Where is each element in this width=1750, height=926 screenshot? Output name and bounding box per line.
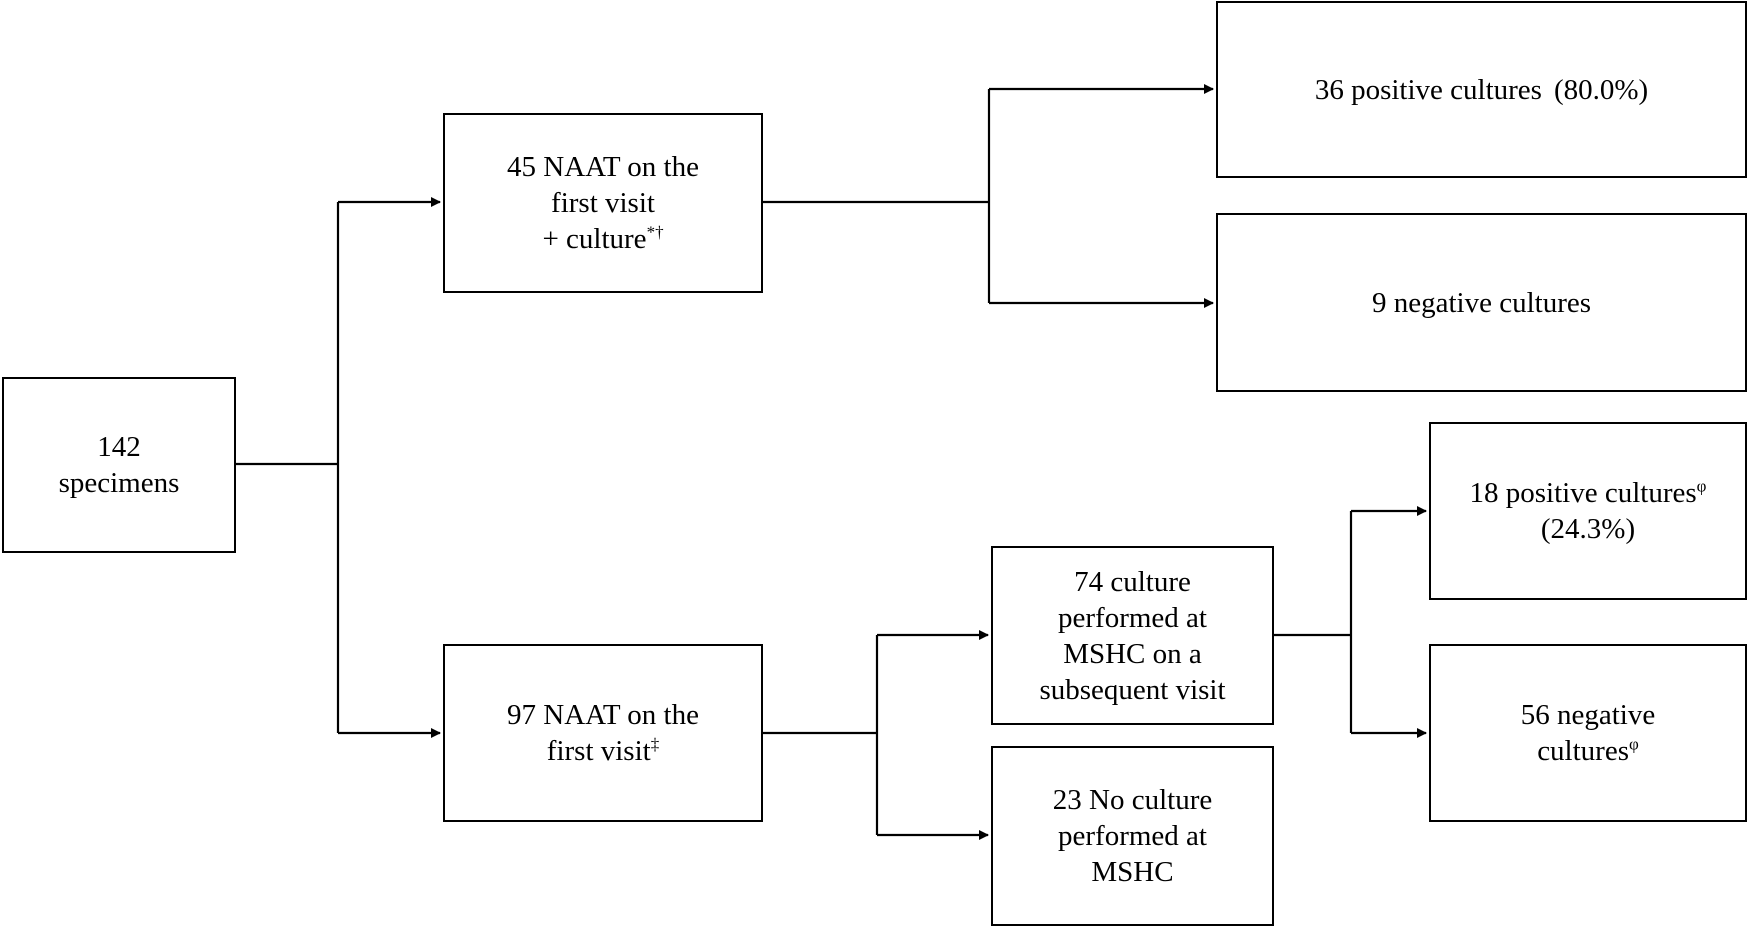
positive-36-percent: (80.0%) — [1553, 73, 1649, 106]
positive-36-line: 36 positive cultures (80.0%) — [1315, 72, 1648, 108]
positive-18-footnote-mark: φ — [1696, 476, 1707, 496]
naat-culture-footnote-marks: *† — [646, 222, 664, 242]
negative-9-text: 9 negative cultures — [1371, 286, 1592, 319]
culture-74-line-1: 74 culture — [1074, 565, 1191, 598]
no-culture-23-line-3: MSHC — [1091, 856, 1174, 888]
culture-74-line-2: performed at — [1058, 601, 1207, 634]
positive-18-box: 18 positive culturesφ (24.3%) — [1429, 422, 1747, 600]
negative-9-box: 9 negative cultures — [1216, 213, 1747, 392]
positive-36-text: 36 positive cultures — [1314, 73, 1542, 106]
naat-only-footnote-marks: ‡ — [650, 734, 660, 754]
no-culture-23-line-2: performed at — [1058, 820, 1207, 852]
negative-56-line-2: culturesφ — [1537, 733, 1639, 769]
positive-18-line-1: 18 positive culturesφ — [1470, 475, 1707, 511]
naat-only-line-2: first visit‡ — [547, 733, 659, 769]
naat-culture-box: 45 NAAT on the first visit + culture*† — [443, 113, 763, 293]
naat-only-line-1: 97 NAAT on the — [507, 699, 699, 731]
naat-culture-line-2: first visit — [551, 187, 655, 219]
no-culture-23-line-1: 23 No culture — [1052, 784, 1213, 816]
specimens-label: specimens — [58, 467, 180, 499]
culture-74-line-4: subsequent visit — [1039, 673, 1226, 706]
naat-culture-line-3-text: + culture — [542, 223, 647, 255]
no-culture-23-box: 23 No culture performed at MSHC — [991, 746, 1274, 926]
culture-74-box: 74 culture performed at MSHC on a subseq… — [991, 546, 1274, 725]
negative-56-line-1: 56 negative — [1520, 699, 1656, 731]
naat-culture-line-1: 45 NAAT on the — [507, 151, 699, 183]
culture-74-line-3: MSHC on a — [1063, 637, 1202, 670]
naat-culture-line-3: + culture*† — [542, 221, 663, 257]
negative-56-footnote-mark: φ — [1629, 734, 1639, 754]
positive-18-text: 18 positive cultures — [1469, 477, 1697, 509]
positive-36-box: 36 positive cultures (80.0%) — [1216, 1, 1747, 178]
specimens-box: 142 specimens — [2, 377, 236, 553]
naat-only-line-2-text: first visit — [546, 735, 651, 767]
positive-18-percent: (24.3%) — [1540, 513, 1636, 545]
specimens-count: 142 — [97, 431, 141, 463]
naat-only-box: 97 NAAT on the first visit‡ — [443, 644, 763, 822]
negative-56-box: 56 negative culturesφ — [1429, 644, 1747, 822]
negative-56-text: cultures — [1537, 735, 1629, 767]
